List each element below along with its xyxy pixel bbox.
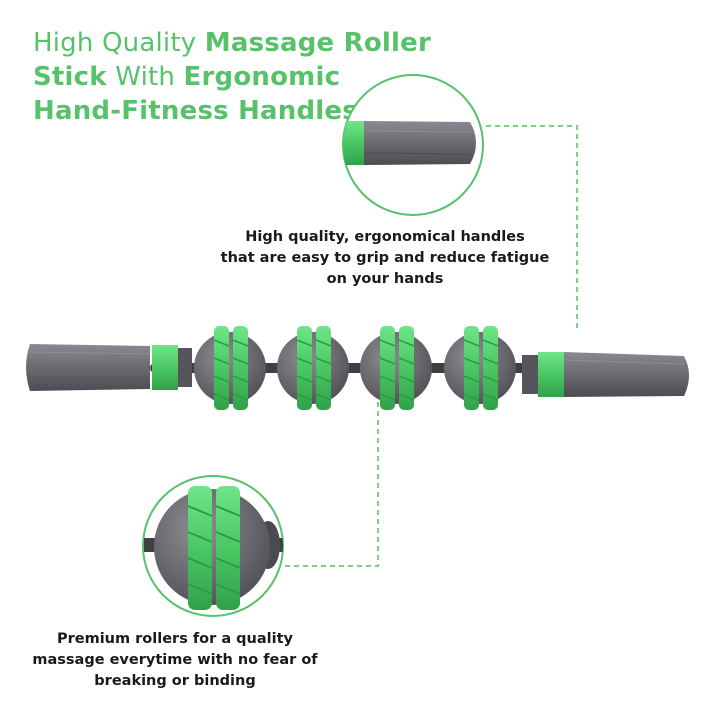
rollers-caption-line-1: Premium rollers for a quality	[56, 631, 293, 647]
headline-bold-3: Hand-Fitness Handles	[33, 96, 358, 126]
headline-bold-2b: Ergonomic	[183, 62, 341, 92]
headline: High Quality Massage Roller Stick With E…	[33, 26, 453, 128]
headline-thin-1: High Quality	[33, 28, 205, 58]
bottom-connector	[285, 402, 379, 567]
headline-line-3: Hand-Fitness Handles	[33, 94, 453, 128]
handles-caption: High quality, ergonomical handles that a…	[200, 227, 570, 290]
headline-bold-2a: Stick	[33, 62, 107, 92]
left-handle	[26, 344, 192, 391]
headline-line-1: High Quality Massage Roller	[33, 26, 453, 60]
rollers-caption: Premium rollers for a quality massage ev…	[10, 629, 340, 692]
headline-thin-2: With	[106, 62, 184, 92]
roller-ball-4	[444, 326, 516, 410]
top-connector	[486, 125, 578, 332]
handles-caption-line-2: that are easy to grip and reduce fatigue	[220, 250, 550, 266]
headline-bold-1: Massage Roller	[204, 28, 431, 58]
handle-zoom-circle	[342, 74, 484, 216]
handles-caption-line-1: High quality, ergonomical handles	[245, 229, 525, 245]
roller-ball-2	[277, 326, 349, 410]
roller-zoom-circle	[142, 475, 284, 617]
rollers-caption-line-3: breaking or binding	[94, 673, 256, 689]
roller-ball-1	[194, 326, 266, 410]
right-handle	[522, 352, 689, 397]
rollers-caption-line-2: massage everytime with no fear of	[32, 652, 318, 668]
headline-line-2: Stick With Ergonomic	[33, 60, 453, 94]
roller-balls	[194, 326, 516, 410]
roller-ball-3	[360, 326, 432, 410]
handles-caption-line-3: on your hands	[326, 271, 444, 287]
dashed-connectors	[285, 125, 578, 567]
